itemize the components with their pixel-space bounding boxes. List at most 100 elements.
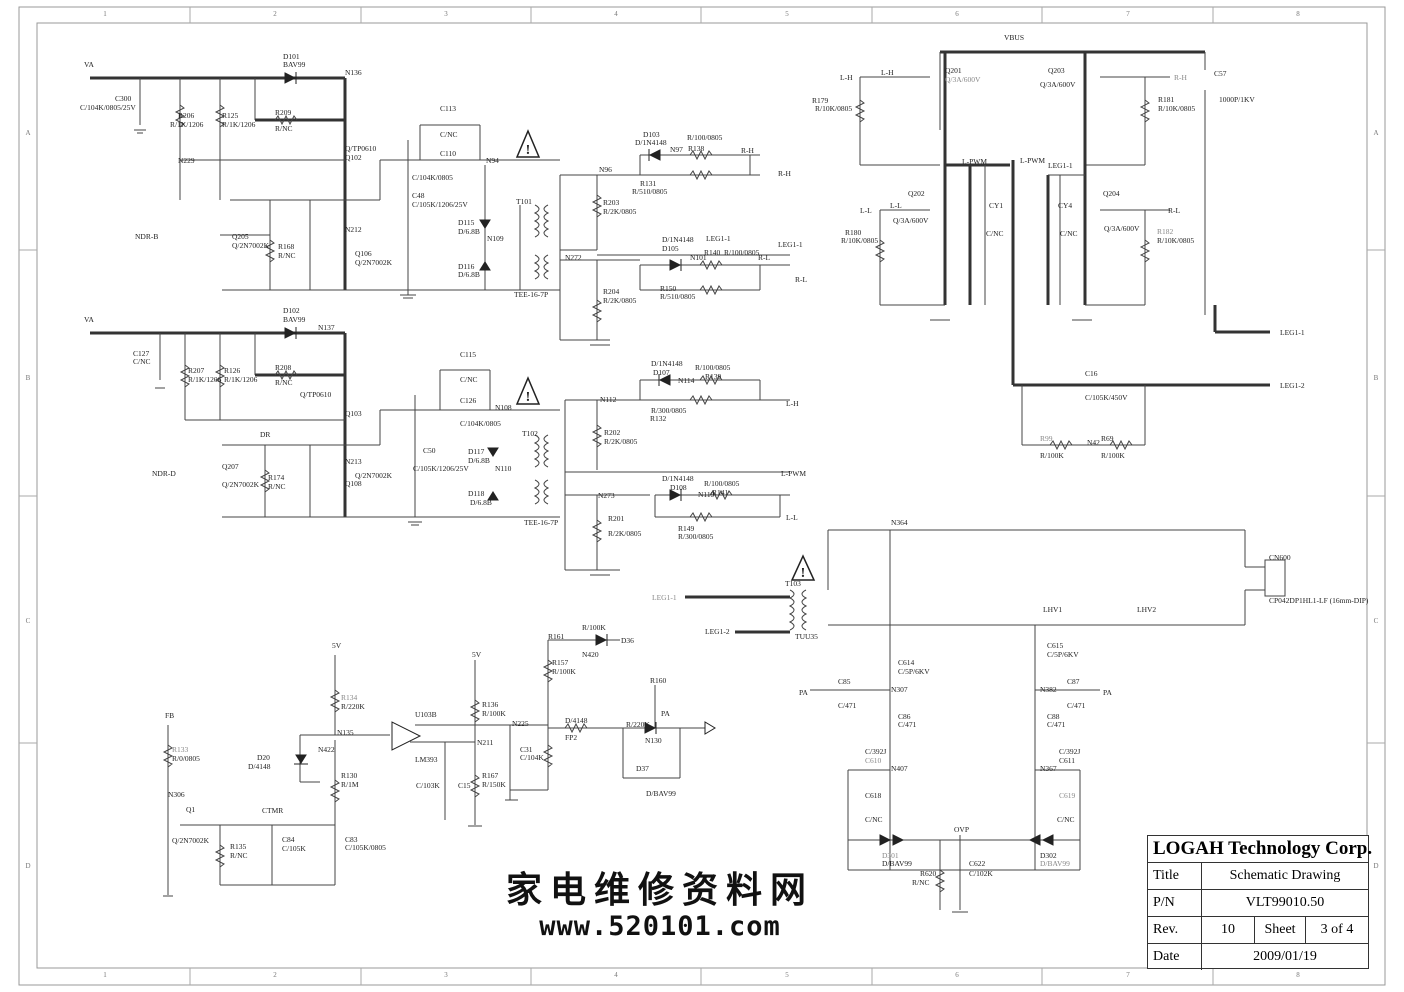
schematic-label: C89 <box>0 0 13 2</box>
schematic-label: C/103K <box>416 781 440 790</box>
schematic-label: Q/3A/600V <box>893 216 929 225</box>
schematic-label: R134 <box>341 693 358 702</box>
schematic-label: C84 <box>282 835 295 844</box>
schematic-label: N229 <box>178 156 195 165</box>
schematic-label: Q/TP0610 <box>300 390 332 399</box>
schematic-label: Q/3A/600V <box>1040 80 1076 89</box>
schematic-label: R69 <box>1101 434 1114 443</box>
schematic-label: N130 <box>645 736 662 745</box>
schematic-label: T102 <box>522 429 538 438</box>
schematic-label: R/100/0805 <box>687 133 723 142</box>
schematic-label: R/100/0805 <box>695 363 731 372</box>
schematic-label: C/104K/0805 <box>460 419 501 428</box>
schematic-label: N101 <box>690 253 707 262</box>
schematic-label: CP042DP1HL1-LF (16mm-DIP) <box>1269 596 1369 605</box>
schematic-label: C/103K <box>0 0 24 2</box>
schematic-label: LEG1-2 <box>1280 381 1305 390</box>
schematic-label: R/1K/1206 <box>188 375 222 384</box>
rev-label: Rev. <box>1148 917 1202 943</box>
schematic-label: 5V <box>472 650 482 659</box>
schematic-label: Q/2N7002K <box>172 836 210 845</box>
schematic-label: R/100K <box>552 667 576 676</box>
schematic-label: NDR-D <box>152 469 176 478</box>
schematic-label: C619 <box>1059 791 1076 800</box>
frame-column-marker: 1 <box>103 10 107 18</box>
schematic-label: R/10K/0805 <box>815 104 852 113</box>
schematic-label: L-L <box>860 206 872 215</box>
schematic-label: Q205 <box>232 232 249 241</box>
frame-row-marker: B <box>1374 374 1379 382</box>
schematic-label: C87 <box>1067 677 1080 686</box>
schematic-label: TUU35 <box>795 632 818 641</box>
schematic-label: N96 <box>599 165 612 174</box>
schematic-label: D/1N4148 <box>662 474 694 483</box>
schematic-label: C611 <box>1059 756 1075 765</box>
schematic-label: D301 <box>882 851 899 860</box>
schematic-label: R/100/0805 <box>724 248 760 257</box>
schematic-label: N108 <box>495 403 512 412</box>
schematic-label: D115 <box>458 218 475 227</box>
schematic-label: D/4148 <box>248 762 271 771</box>
schematic-label: R150 <box>660 284 677 293</box>
schematic-label: C15 <box>458 781 471 790</box>
schematic-label: R138 <box>688 144 705 153</box>
schematic-label: D/1N4148 <box>662 235 694 244</box>
schematic-label: D105 <box>662 244 679 253</box>
title-block: LOGAH Technology Corp. Title Schematic D… <box>1147 835 1372 970</box>
frame-row-marker: C <box>1374 617 1379 625</box>
watermark: 家电维修资料网 www.520101.com <box>505 868 815 952</box>
schematic-label: R135 <box>230 842 247 851</box>
schematic-label: R207 <box>188 366 205 375</box>
schematic-label: C300 <box>115 94 132 103</box>
schematic-label: D/1N4148 <box>651 359 683 368</box>
schematic-label: T101 <box>516 197 532 206</box>
schematic-label: C127 <box>133 349 150 358</box>
frame-column-marker: 1 <box>103 971 107 979</box>
rev-row: Rev. 10 Sheet 3 of 4 <box>1148 917 1368 944</box>
schematic-label: DR <box>260 430 270 439</box>
schematic-label: C615 <box>1047 641 1064 650</box>
schematic-label: D/6.8B <box>458 270 480 279</box>
schematic-label: R/NC <box>230 851 248 860</box>
schematic-label: Q/3A/600V <box>945 75 981 84</box>
schematic-label: R/1K/1206 <box>224 375 258 384</box>
date-row: Date 2009/01/19 <box>1148 944 1368 970</box>
schematic-label: R/2K/0805 <box>604 437 638 446</box>
schematic-label: N137 <box>318 323 335 332</box>
schematic-label: R-H <box>1174 73 1188 82</box>
schematic-label: C83 <box>345 835 358 844</box>
schematic-label: R/NC <box>275 124 293 133</box>
schematic-label: Q/2N7002K <box>232 241 270 250</box>
schematic-label: R168 <box>278 242 295 251</box>
schematic-label: VA <box>84 60 94 69</box>
schematic-label: L-L <box>786 513 798 522</box>
schematic-label: Q108 <box>345 479 362 488</box>
schematic-label: N422 <box>318 745 335 754</box>
schematic-label: NDR-B <box>135 232 158 241</box>
schematic-label: N420 <box>582 650 599 659</box>
schematic-label: C/105K <box>282 844 306 853</box>
schematic-label: C/NC <box>133 357 151 366</box>
schematic-label: CTMR <box>262 806 283 815</box>
schematic-label: Q/2N7002K <box>355 471 393 480</box>
schematic-label: L-PWM <box>962 157 987 166</box>
schematic-label: Q102 <box>345 153 362 162</box>
schematic-label: R-L <box>795 275 808 284</box>
schematic-label: Q204 <box>1103 189 1120 198</box>
schematic-label: N273 <box>598 491 615 500</box>
watermark-url: www.520101.com <box>539 911 781 942</box>
schematic-label: LEG1-2 <box>705 627 730 636</box>
schematic-label: R204 <box>603 287 620 296</box>
schematic-label: R180 <box>845 228 862 237</box>
schematic-label: Q/3A/600V <box>1104 224 1140 233</box>
frame-column-marker: 8 <box>1296 10 1300 18</box>
schematic-label: D101 <box>283 52 300 61</box>
pn-row: P/N VLT99010.50 <box>1148 890 1368 917</box>
svg-text:!: ! <box>526 390 531 405</box>
schematic-label: R-H <box>778 169 792 178</box>
schematic-label: LHV1 <box>1043 605 1062 614</box>
date-label: Date <box>1148 944 1202 970</box>
schematic-label: PA <box>799 688 808 697</box>
